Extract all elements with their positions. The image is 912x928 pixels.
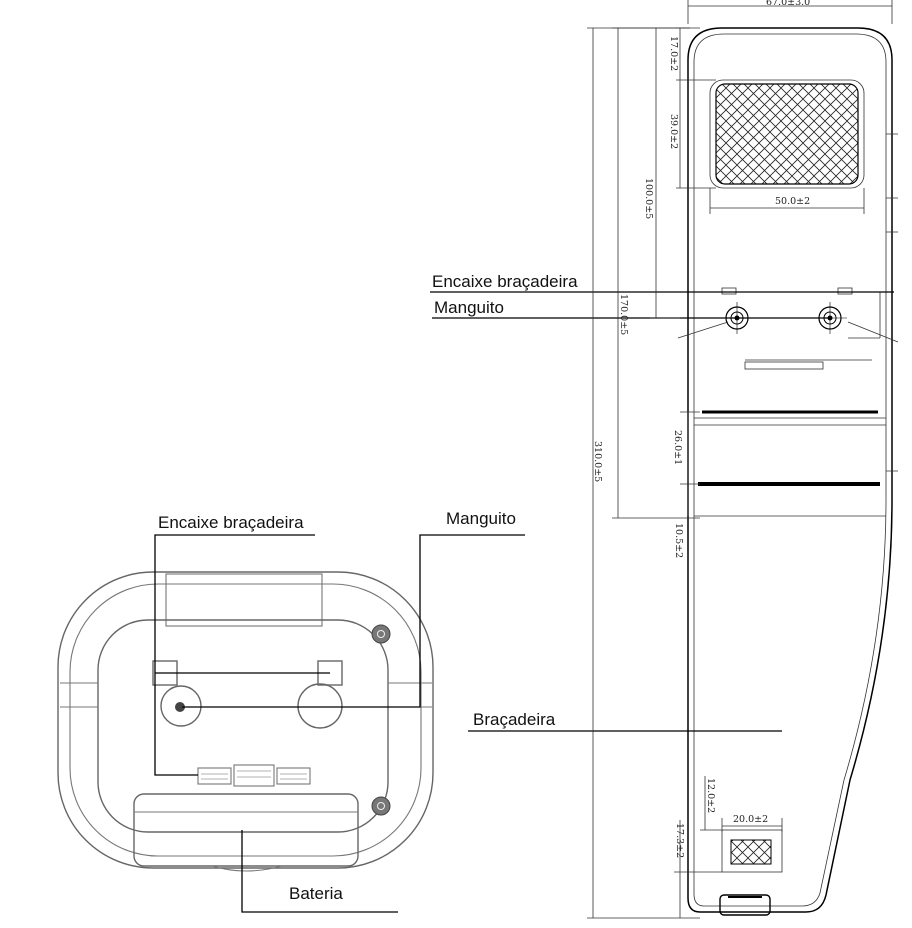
device-strap-tab-top bbox=[165, 573, 323, 627]
battery-compartment bbox=[133, 793, 359, 867]
device-shell-ring bbox=[69, 583, 422, 857]
label-manguito-bottom: Manguito bbox=[446, 509, 516, 528]
leader-manguito-bottom bbox=[182, 534, 525, 708]
leader-bateria bbox=[241, 830, 398, 913]
velcro-patch-bottom bbox=[730, 839, 772, 865]
button-right bbox=[276, 767, 311, 785]
velcro-patch-top bbox=[715, 83, 859, 185]
dim-170: 170.0±5 bbox=[618, 294, 629, 335]
device-outer-shell bbox=[57, 571, 434, 869]
button-center bbox=[233, 764, 275, 787]
device-inner-cavity bbox=[97, 619, 389, 833]
velcro-patch-bottom-frame bbox=[721, 829, 783, 873]
device-side-notch-right bbox=[388, 682, 432, 708]
cuff-connector-pin bbox=[175, 702, 185, 712]
dim-width-top: 67.0±3.0 bbox=[766, 0, 810, 8]
device-top-view: Encaixe braçadeira Manguito Bateria bbox=[57, 509, 525, 913]
strap-outline bbox=[687, 27, 893, 913]
label-encaixe-top: Encaixe braçadeira bbox=[432, 272, 578, 291]
velcro-patch-top-frame bbox=[709, 79, 865, 189]
seam-band-1-top bbox=[694, 417, 886, 426]
dim-26: 26.0±1 bbox=[672, 430, 683, 465]
connector-pointers bbox=[677, 321, 899, 343]
dim-12: 12.0±2 bbox=[705, 778, 716, 813]
device-side-notch-left bbox=[60, 682, 98, 708]
screw-icon-top-right bbox=[371, 624, 391, 644]
dim-17-3: 17.3±2 bbox=[674, 823, 685, 858]
dimension-lines bbox=[587, 0, 893, 919]
screw-icon-bottom-right bbox=[371, 796, 391, 816]
dim-17: 17.0±2 bbox=[668, 36, 679, 71]
label-bateria: Bateria bbox=[289, 884, 343, 903]
button-detail-lines bbox=[201, 770, 307, 780]
dim-10-5: 10.5±2 bbox=[673, 523, 684, 558]
label-encaixe-bottom: Encaixe braçadeira bbox=[158, 513, 304, 532]
leader-encaixe-bottom bbox=[154, 534, 330, 776]
battery-bottom-foot bbox=[211, 865, 283, 872]
dim-310: 310.0±5 bbox=[592, 441, 603, 482]
button-left bbox=[197, 767, 232, 785]
dim-50: 50.0±2 bbox=[775, 196, 810, 207]
cuff-connector-right bbox=[297, 683, 343, 729]
strap-inner-outline bbox=[693, 33, 887, 907]
dim-20: 20.0±2 bbox=[733, 814, 768, 825]
strap-clip-left bbox=[721, 287, 737, 295]
dim-39: 39.0±2 bbox=[668, 114, 679, 149]
strap-side-view: Encaixe braçadeira Manguito Braçadeira bbox=[430, 0, 899, 919]
strap-buckle bbox=[719, 894, 771, 916]
dim-100: 100.0±5 bbox=[643, 178, 654, 219]
right-side-ticks bbox=[886, 133, 898, 472]
strap-clip-right bbox=[837, 287, 853, 295]
label-bracadeira: Braçadeira bbox=[473, 710, 556, 729]
strap-clip-line bbox=[694, 291, 881, 339]
label-manguito-top: Manguito bbox=[434, 298, 504, 317]
cuff-connector-left bbox=[160, 685, 202, 727]
strap-slot bbox=[744, 361, 824, 370]
